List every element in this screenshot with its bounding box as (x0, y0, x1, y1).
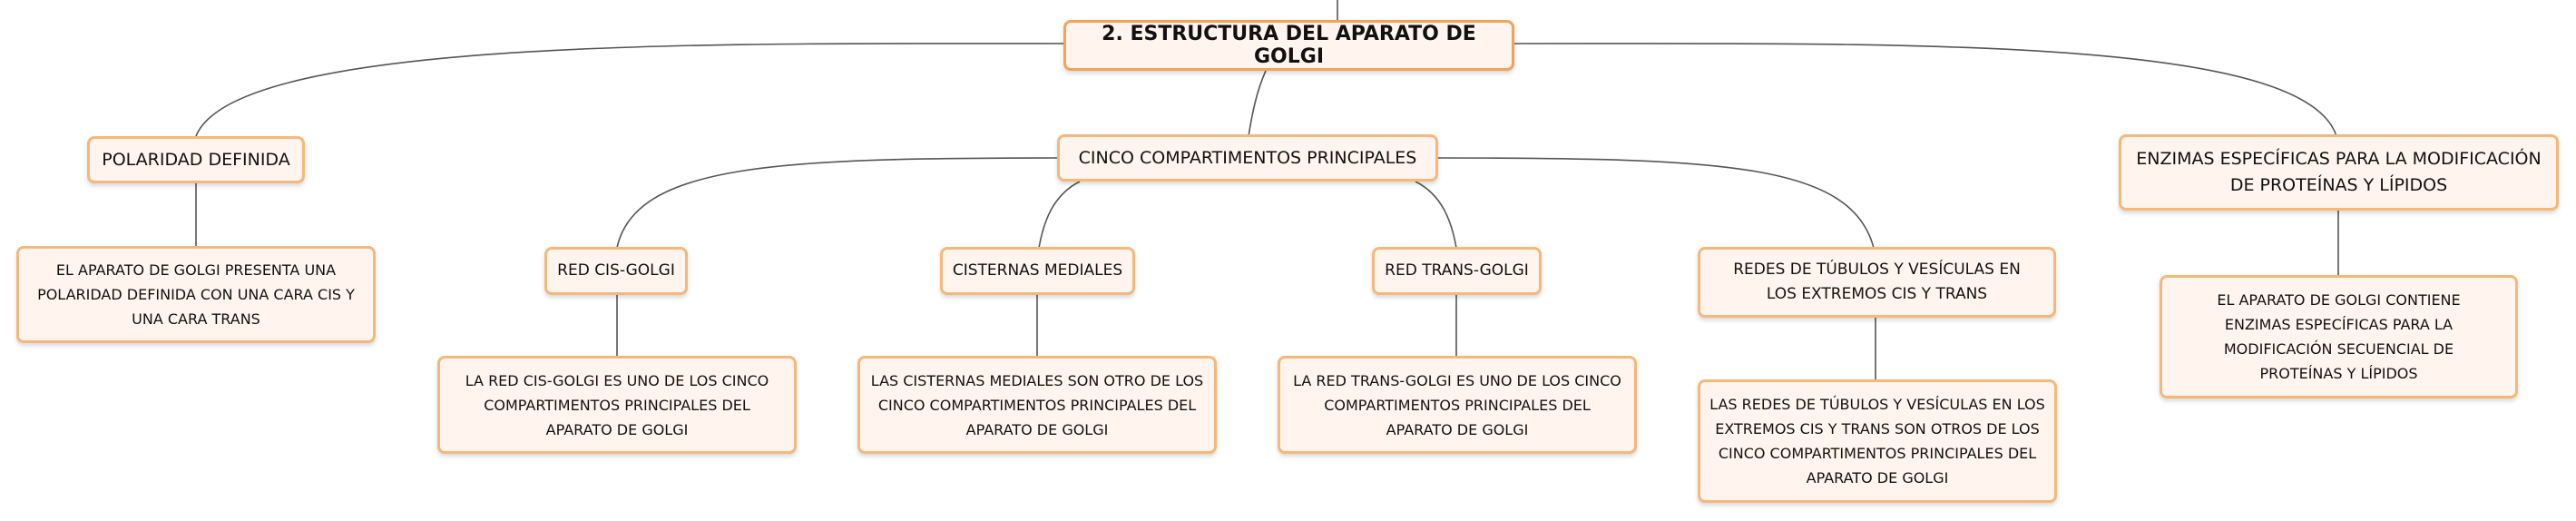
root-topic-label: 2. ESTRUCTURA DEL APARATO DE GOLGI (1102, 23, 1476, 68)
subtopic-red-cis-golgi-label: RED CIS-GOLGI (557, 261, 675, 280)
connector-comp-trans (1415, 181, 1457, 249)
topic-compartimentos-label: CINCO COMPARTIMENTOS PRINCIPALES (1078, 147, 1417, 168)
topic-enzimas-especificas[interactable]: ENZIMAS ESPECÍFICAS PARA LA MODIFICACIÓN… (2119, 134, 2559, 211)
topic-enzimas-label: ENZIMAS ESPECÍFICAS PARA LA MODIFICACIÓN… (2136, 149, 2542, 195)
detail-red-cis-golgi-label: LA RED CIS-GOLGI ES UNO DE LOS CINCO COM… (465, 371, 769, 438)
detail-redes-tubulos-label: LAS REDES DE TÚBULOS Y VESÍCULAS EN LOS … (1709, 396, 2045, 487)
connector-comp-cisternas (1038, 181, 1081, 249)
root-topic[interactable]: 2. ESTRUCTURA DEL APARATO DE GOLGI (1063, 20, 1514, 71)
detail-red-trans-golgi[interactable]: LA RED TRANS-GOLGI ES UNO DE LOS CINCO C… (1278, 356, 1637, 454)
connector-root-enzimas (1513, 43, 2337, 137)
detail-redes-tubulos-vesiculas[interactable]: LAS REDES DE TÚBULOS Y VESÍCULAS EN LOS … (1698, 379, 2057, 503)
detail-enzimas[interactable]: EL APARATO DE GOLGI CONTIENE ENZIMAS ESP… (2160, 275, 2518, 398)
detail-polaridad-label: EL APARATO DE GOLGI PRESENTA UNA POLARID… (37, 261, 355, 328)
subtopic-cisternas-mediales[interactable]: CISTERNAS MEDIALES (940, 247, 1135, 295)
connector-root-polaridad (195, 43, 1065, 137)
subtopic-redes-tubulos-vesiculas[interactable]: REDES DE TÚBULOS Y VESÍCULAS EN LOS EXTR… (1698, 247, 2056, 318)
detail-red-trans-golgi-label: LA RED TRANS-GOLGI ES UNO DE LOS CINCO C… (1293, 371, 1621, 438)
subtopic-red-trans-golgi[interactable]: RED TRANS-GOLGI (1372, 247, 1542, 295)
connector-comp-cis (616, 157, 1059, 249)
connector-root-compartimentos (1248, 70, 1267, 137)
subtopic-red-cis-golgi[interactable]: RED CIS-GOLGI (544, 247, 688, 295)
detail-red-cis-golgi[interactable]: LA RED CIS-GOLGI ES UNO DE LOS CINCO COM… (437, 356, 797, 454)
detail-polaridad[interactable]: EL APARATO DE GOLGI PRESENTA UNA POLARID… (16, 246, 376, 343)
detail-cisternas-mediales-label: LAS CISTERNAS MEDIALES SON OTRO DE LOS C… (870, 371, 1204, 438)
topic-polaridad-definida[interactable]: POLARIDAD DEFINIDA (87, 136, 305, 183)
subtopic-redes-tubulos-label: REDES DE TÚBULOS Y VESÍCULAS EN LOS EXTR… (1733, 260, 2021, 303)
detail-cisternas-mediales[interactable]: LAS CISTERNAS MEDIALES SON OTRO DE LOS C… (857, 356, 1217, 454)
subtopic-red-trans-golgi-label: RED TRANS-GOLGI (1385, 261, 1529, 280)
topic-cinco-compartimentos[interactable]: CINCO COMPARTIMENTOS PRINCIPALES (1057, 134, 1438, 182)
topic-polaridad-label: POLARIDAD DEFINIDA (102, 149, 290, 170)
subtopic-cisternas-mediales-label: CISTERNAS MEDIALES (952, 261, 1123, 280)
connector-comp-redes (1436, 157, 1875, 249)
detail-enzimas-label: EL APARATO DE GOLGI CONTIENE ENZIMAS ESP… (2217, 291, 2461, 382)
